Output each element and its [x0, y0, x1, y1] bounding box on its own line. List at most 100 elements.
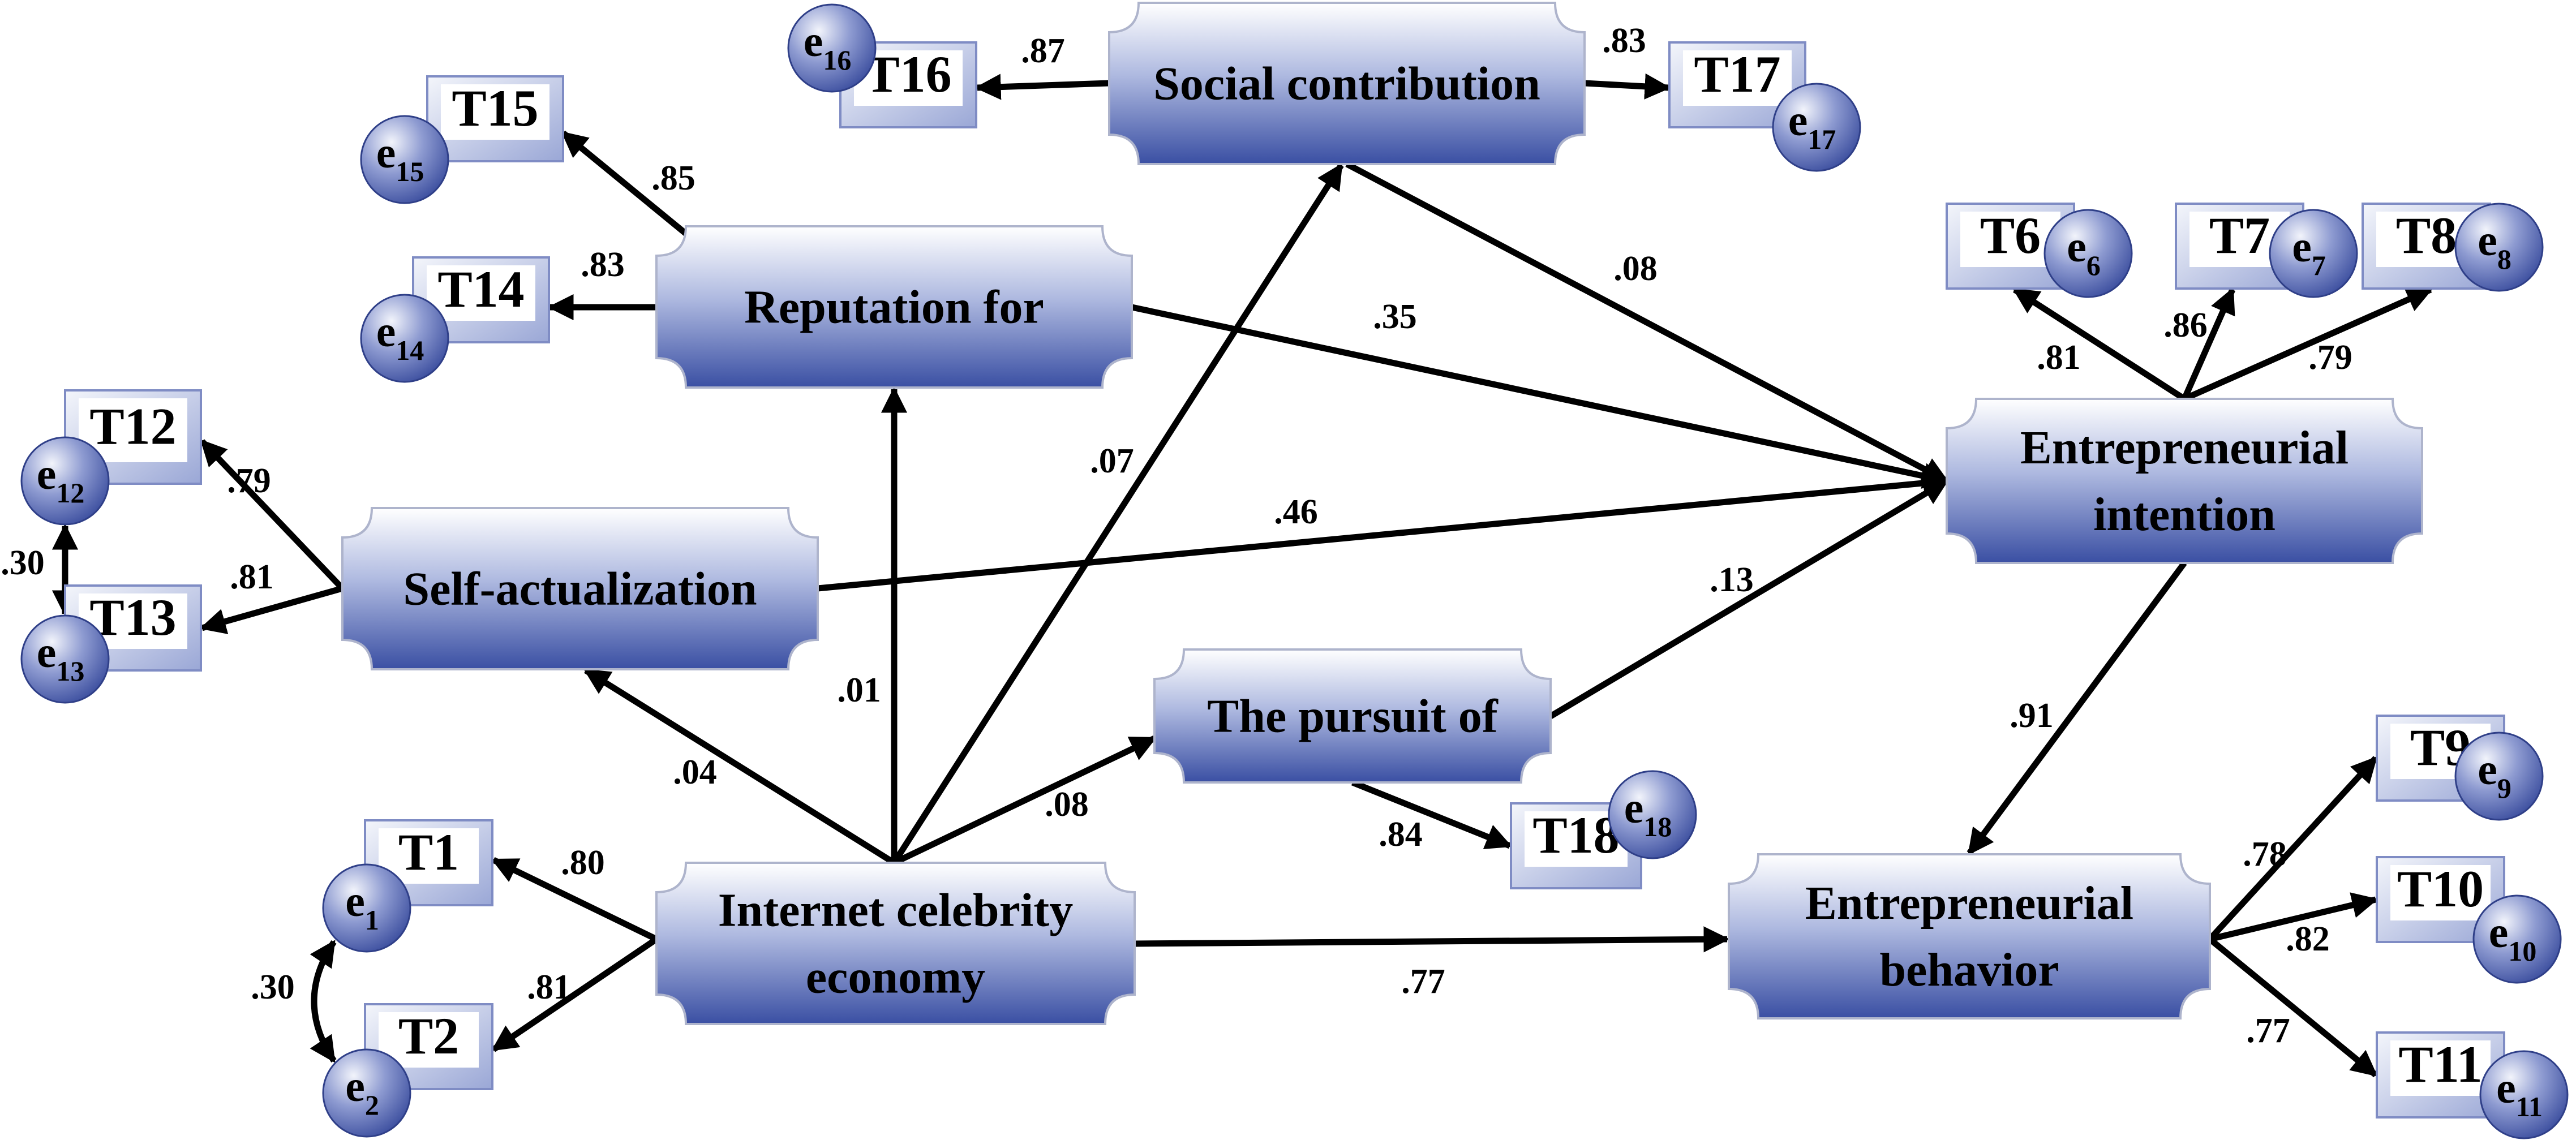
construct-social-contribution-label: Social contribution [1153, 58, 1540, 110]
indicator-label: T8 [2396, 207, 2457, 264]
error-e12: e12 [20, 436, 110, 526]
path-ice-to-behavior [1134, 926, 1730, 953]
error-circle [360, 115, 449, 204]
coefficient-label: .08 [1045, 785, 1089, 824]
indicator-label: T14 [437, 260, 524, 318]
loading-int-t6 [2012, 287, 2186, 402]
loading-soc-t17 [1584, 73, 1671, 100]
error-e6: e6 [2043, 209, 2133, 298]
coefficient-label: .81 [230, 558, 274, 596]
error-subscript: 8 [2497, 243, 2511, 275]
construct-internet-celebrity-economy-shape [655, 862, 1136, 1025]
covariance-e1-e2 [310, 940, 337, 1063]
indicator-inner [441, 84, 549, 140]
error-subscript: 2 [365, 1089, 379, 1121]
error-base: e [2496, 1063, 2516, 1112]
indicator-label: T17 [1694, 45, 1780, 103]
error-circle [322, 1048, 411, 1138]
indicator-t18: T18 [1510, 802, 1642, 889]
error-subscript: 11 [2516, 1091, 2543, 1122]
indicator-label: T2 [398, 1007, 459, 1065]
error-label: e18 [1624, 783, 1672, 842]
coefficient-label: .81 [527, 968, 571, 1006]
construct-entrepreneurial-intention-label: Entrepreneurial [2020, 421, 2349, 474]
loading-int-t8 [2183, 286, 2433, 402]
error-circle [2269, 209, 2358, 298]
error-circle [20, 614, 110, 704]
coefficient-label: .77 [1401, 962, 1445, 1001]
construct-self-actualization-shape [341, 507, 819, 670]
loading-rep-t15 [561, 130, 707, 252]
error-e2: e2 [322, 1048, 411, 1138]
error-circle [787, 3, 877, 93]
error-label: e16 [804, 16, 852, 76]
coefficient-label: .84 [1379, 815, 1423, 854]
error-label: e14 [376, 307, 424, 366]
path-ice-to-pursuit [892, 735, 1157, 866]
construct-social-contribution: Social contribution [1108, 2, 1586, 165]
error-base: e [2067, 222, 2086, 271]
error-base: e [376, 307, 396, 356]
indicator-t14: T14 [412, 256, 550, 343]
indicator-label: T16 [865, 45, 951, 103]
coefficient-label: .86 [2163, 306, 2208, 345]
indicator-label: T1 [398, 823, 459, 881]
construct-internet-celebrity-economy-label: Internet celebrity [718, 884, 1073, 937]
error-e11: e11 [2479, 1050, 2569, 1139]
loading-ice-t2 [491, 936, 659, 1052]
error-base: e [804, 16, 823, 66]
indicator-t15: T15 [426, 75, 564, 162]
error-e17: e17 [1772, 83, 1861, 172]
error-label: e7 [2292, 222, 2326, 281]
error-e9: e9 [2454, 732, 2544, 821]
indicator-inner [379, 1012, 479, 1068]
coefficient-label: .82 [2286, 920, 2330, 958]
error-e10: e10 [2472, 894, 2562, 984]
path-pursuit-to-intention [1549, 478, 1949, 719]
indicator-label: T11 [2398, 1035, 2482, 1093]
indicator-label: T12 [89, 398, 176, 455]
error-label: e8 [2478, 216, 2511, 275]
coefficient-label: .30 [251, 968, 295, 1006]
coefficient-label: .81 [2037, 338, 2081, 377]
coefficient-label: .46 [1274, 493, 1318, 531]
indicator-inner [1960, 212, 2060, 267]
error-subscript: 17 [1808, 123, 1836, 155]
indicator-label: T7 [2209, 207, 2270, 264]
error-subscript: 13 [56, 655, 84, 687]
construct-pursuit-label: The pursuit of [1207, 690, 1498, 743]
coefficient-label: .79 [227, 462, 271, 500]
error-circle [2454, 732, 2544, 821]
error-base: e [2489, 907, 2509, 957]
construct-reputation-label: Reputation for [744, 281, 1044, 334]
error-e14: e14 [360, 294, 449, 383]
error-base: e [2478, 216, 2497, 265]
error-circle [322, 863, 411, 953]
error-circle [2043, 209, 2133, 298]
loading-int-t7 [2181, 287, 2236, 401]
construct-entrepreneurial-intention-shape [1946, 398, 2423, 564]
error-label: e11 [2496, 1063, 2543, 1122]
loading-beh-t10 [2209, 892, 2378, 943]
error-base: e [2478, 745, 2497, 794]
loading-self-t13 [199, 585, 344, 634]
indicator-t16: T16 [839, 41, 977, 128]
indicator-inner [2390, 1040, 2491, 1096]
error-subscript: 15 [396, 156, 424, 187]
error-subscript: 9 [2497, 772, 2511, 804]
error-label: e9 [2478, 745, 2511, 804]
error-subscript: 1 [365, 904, 379, 936]
coefficient-label: .87 [1021, 32, 1065, 70]
path-reputation-to-intention [1131, 304, 1950, 489]
construct-internet-celebrity-economy-label: economy [806, 951, 985, 1004]
path-ice-to-social [891, 163, 1344, 864]
construct-social-contribution-shape [1108, 2, 1586, 165]
indicator-label: T15 [452, 79, 538, 137]
error-subscript: 18 [1643, 811, 1672, 842]
indicator-inner [2390, 865, 2491, 920]
indicator-label: T10 [2397, 860, 2484, 918]
construct-entrepreneurial-intention-label: intention [2093, 488, 2276, 541]
error-e18: e18 [1608, 770, 1697, 859]
error-e7: e7 [2269, 209, 2358, 298]
